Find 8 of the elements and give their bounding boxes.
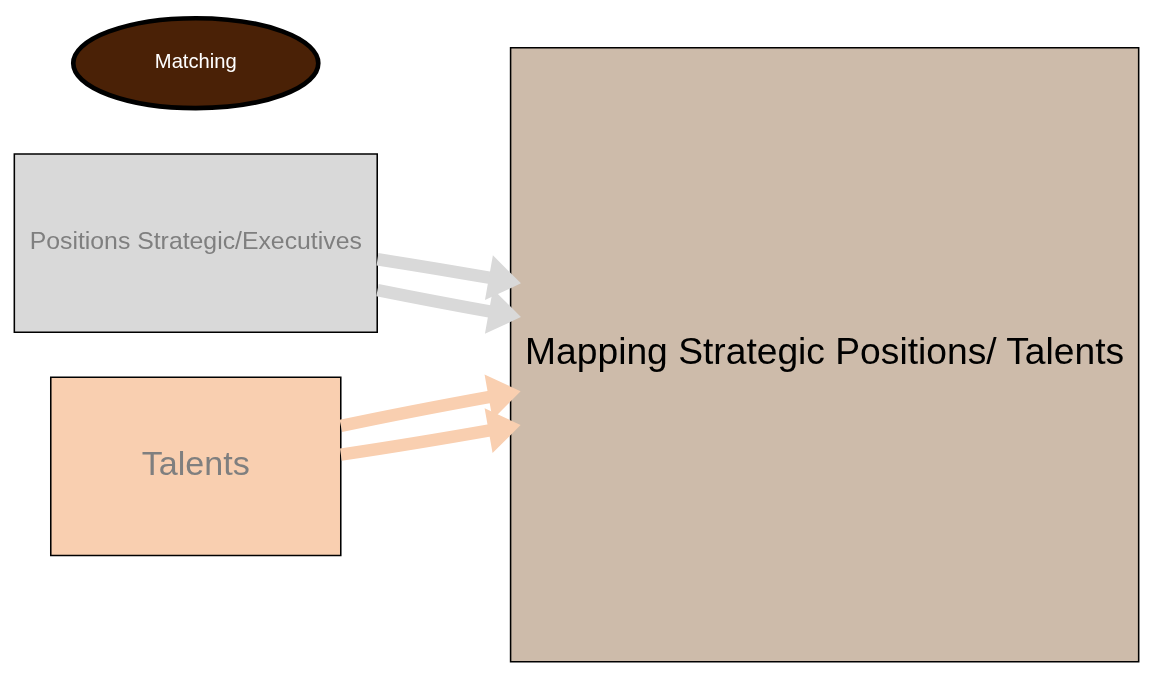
arrow [376, 283, 521, 334]
node-box: Mapping Strategic Positions/ Talents [509, 46, 1140, 663]
node-box: Talents [50, 375, 342, 556]
node-box: Positions Strategic/Executives [13, 152, 378, 333]
arrow [376, 252, 521, 300]
arrow [339, 407, 521, 461]
arrow [339, 374, 521, 432]
node-ellipse: Matching [70, 15, 321, 110]
